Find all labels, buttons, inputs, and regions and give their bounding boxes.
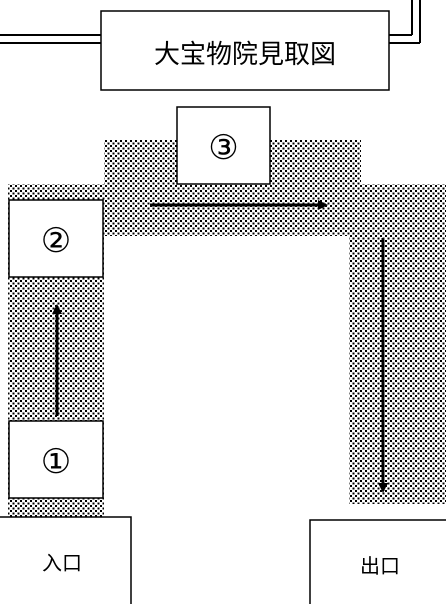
room-2-label: ② [41, 221, 71, 261]
room-3-label: ③ [208, 128, 238, 168]
room-1-box [8, 420, 104, 499]
entrance-box [0, 516, 132, 604]
exit-box [309, 519, 446, 604]
outer-wall [0, 0, 421, 44]
exit-label: 出口 [360, 554, 400, 578]
title: 大宝物院見取図 [154, 40, 336, 70]
entrance-label: 入口 [42, 551, 82, 575]
room-3-box [176, 106, 271, 185]
title-box [100, 10, 390, 91]
room-1-label: ① [41, 442, 71, 482]
room-2-box [8, 199, 104, 278]
